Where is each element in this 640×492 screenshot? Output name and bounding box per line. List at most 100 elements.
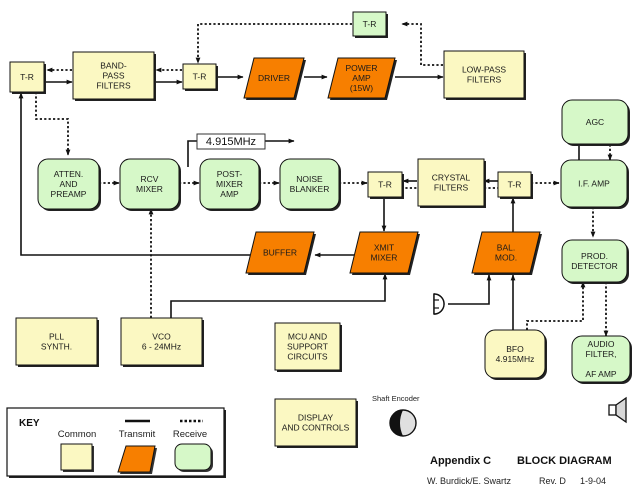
block-label: MIXER	[136, 184, 163, 194]
block-shape	[561, 99, 629, 145]
block-label: POWER	[345, 63, 377, 73]
block-tr-top: T-R	[352, 11, 388, 38]
block-label: BAND-	[100, 61, 127, 71]
block-label: AGC	[586, 117, 604, 127]
key-transmit-label: Transmit	[119, 429, 156, 440]
block-label: MIXER	[371, 253, 398, 263]
key-title: KEY	[19, 418, 40, 429]
block-label: SYNTH.	[41, 342, 72, 352]
block-tr-nb: T-R	[367, 171, 404, 199]
shaft-encoder-icon[interactable]	[389, 409, 417, 437]
block-shape	[245, 231, 315, 274]
block-label: T-R	[20, 72, 34, 82]
block-label: LOW-PASS	[462, 65, 506, 75]
block-label: DRIVER	[258, 73, 290, 83]
key-receive-swatch	[174, 443, 212, 471]
block-tr-if: T-R	[497, 171, 533, 199]
block-label: AF AMP	[585, 369, 617, 379]
block-label: DISPLAY	[298, 413, 334, 423]
block-shape	[571, 335, 631, 383]
block-shape	[352, 11, 387, 37]
block-label: PLL	[49, 332, 64, 342]
block-shape	[471, 231, 541, 274]
key-common-label: Common	[58, 429, 97, 440]
block-prod-det: PROD.DETECTOR	[561, 239, 629, 284]
block-label: NOISE	[296, 174, 323, 184]
block-label: BUFFER	[263, 248, 297, 258]
block-label: T-R	[378, 180, 392, 190]
rx-line-tr-left-to-atten	[35, 92, 71, 156]
block-if-amp: I.F. AMP	[560, 159, 629, 209]
block-shape	[274, 322, 341, 371]
block-label: AUDIO	[588, 339, 615, 349]
block-buffer: BUFFER	[245, 231, 316, 275]
key-common-swatch	[60, 443, 93, 471]
block-shape	[199, 158, 260, 210]
legend-key: KEY Common Transmit Receive	[6, 407, 226, 478]
speaker-icon	[608, 396, 627, 424]
footer-title-right: BLOCK DIAGRAM	[517, 455, 612, 467]
block-shape	[72, 51, 155, 100]
block-shape	[120, 317, 203, 366]
block-label: PROD.	[581, 251, 608, 261]
block-label: (15W)	[350, 83, 373, 93]
key-receive-label: Receive	[173, 429, 207, 440]
block-label: T-R	[193, 72, 207, 82]
block-shape	[497, 171, 532, 198]
block-label: CRYSTAL	[432, 173, 471, 183]
key-transmit-swatch	[117, 445, 156, 473]
block-label: ATTEN.	[54, 169, 84, 179]
block-label: PASS	[102, 71, 124, 81]
block-shape	[279, 158, 340, 210]
block-shape	[243, 57, 305, 99]
block-shape	[367, 171, 403, 198]
block-shape	[417, 158, 485, 207]
block-shape	[349, 231, 419, 274]
tx-line-buffer-to-tr-left	[18, 92, 250, 256]
block-label: BFO	[506, 344, 524, 354]
block-shape	[484, 329, 546, 379]
block-label: SUPPORT	[287, 342, 328, 352]
if-output-tap-line	[187, 140, 197, 167]
tx-line-vco-to-xmit-mixer	[170, 273, 388, 318]
block-label: DETECTOR	[571, 261, 618, 271]
block-shape	[119, 158, 180, 210]
block-shape	[274, 398, 357, 447]
block-label: AMP	[220, 189, 239, 199]
footer-authors: W. Burdick/E. Swartz	[427, 476, 512, 486]
rx-line-bfo-to-det	[526, 281, 586, 330]
block-driver: DRIVER	[243, 57, 306, 100]
block-label: MIXER	[216, 179, 243, 189]
footer-revision: Rev. D	[539, 476, 566, 486]
rx-line-lpf-to-tr-top	[401, 21, 443, 66]
rx-line-tr-top-to-tr-mid	[195, 23, 352, 64]
block-shape	[37, 158, 100, 210]
block-tr-mid: T-R	[182, 63, 218, 91]
block-label: T-R	[363, 19, 377, 29]
block-label: BLANKER	[290, 184, 330, 194]
block-shape	[560, 159, 628, 208]
footer: Appendix C BLOCK DIAGRAM W. Burdick/E. S…	[427, 455, 612, 486]
block-shape	[9, 61, 45, 93]
block-label: FILTERS	[467, 75, 502, 85]
block-shape	[182, 63, 217, 90]
block-label: FILTER,	[585, 349, 616, 359]
tx-line-mic-to-balmod	[448, 274, 492, 305]
block-label: MCU AND	[288, 332, 327, 342]
footer-title-left: Appendix C	[430, 455, 491, 467]
block-label: T-R	[508, 180, 522, 190]
